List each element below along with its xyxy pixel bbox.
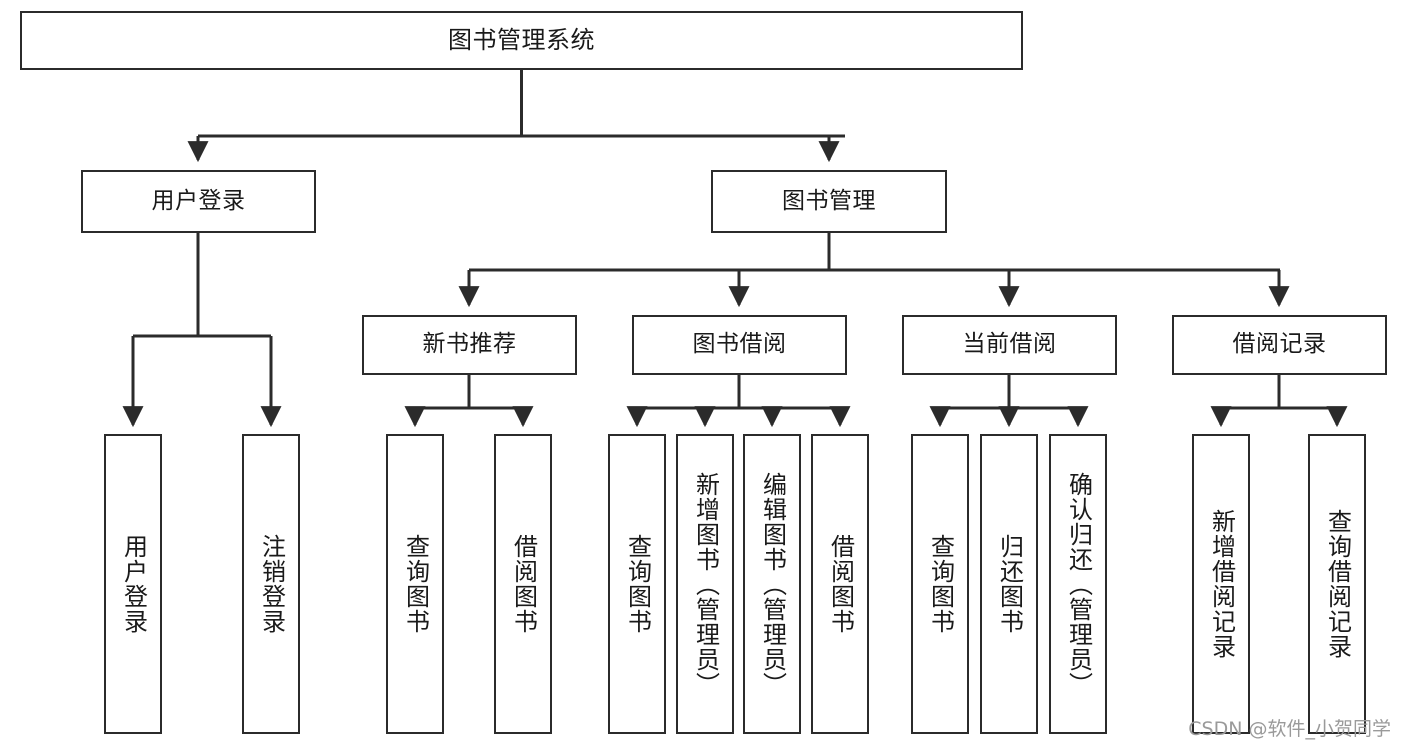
node-user-login[interactable]: 用户登录	[81, 170, 316, 233]
csdn-watermark: CSDN @软件_小贺同学	[1188, 718, 1391, 740]
node-book-management[interactable]: 图书管理	[711, 170, 947, 233]
leaf-label: 注销登录	[257, 534, 286, 634]
leaf-borrow-query-book[interactable]: 查询图书	[608, 434, 666, 734]
leaf-user-login-signin[interactable]: 用户登录	[104, 434, 162, 734]
leaf-label: 查询图书	[926, 534, 955, 634]
leaf-borrow-add-book-admin[interactable]: 新增图书（管理员）	[676, 434, 734, 734]
leaf-label: 新增借阅记录	[1207, 509, 1236, 659]
leaf-borrow-edit-book-admin[interactable]: 编辑图书（管理员）	[743, 434, 801, 734]
leaf-label: 确认归还（管理员）	[1064, 471, 1093, 697]
leaf-label: 用户登录	[119, 534, 148, 634]
leaf-borrow-borrow-book[interactable]: 借阅图书	[811, 434, 869, 734]
leaf-label: 查询图书	[623, 534, 652, 634]
leaf-records-query-record[interactable]: 查询借阅记录	[1308, 434, 1366, 734]
leaf-label: 归还图书	[995, 534, 1024, 634]
leaf-label: 查询图书	[401, 534, 430, 634]
node-root-system[interactable]: 图书管理系统	[20, 11, 1023, 70]
node-book-borrow[interactable]: 图书借阅	[632, 315, 847, 375]
leaf-current-confirm-return-admin[interactable]: 确认归还（管理员）	[1049, 434, 1107, 734]
leaf-label: 编辑图书（管理员）	[758, 471, 787, 697]
node-new-book-recommend[interactable]: 新书推荐	[362, 315, 577, 375]
leaf-label: 借阅图书	[509, 534, 538, 634]
leaf-label: 查询借阅记录	[1323, 509, 1352, 659]
leaf-records-add-record[interactable]: 新增借阅记录	[1192, 434, 1250, 734]
node-borrow-records[interactable]: 借阅记录	[1172, 315, 1387, 375]
leaf-label: 借阅图书	[826, 534, 855, 634]
leaf-new-book-query[interactable]: 查询图书	[386, 434, 444, 734]
leaf-user-login-signout[interactable]: 注销登录	[242, 434, 300, 734]
leaf-current-return-book[interactable]: 归还图书	[980, 434, 1038, 734]
leaf-label: 新增图书（管理员）	[691, 471, 720, 697]
leaf-current-query-book[interactable]: 查询图书	[911, 434, 969, 734]
leaf-new-book-borrow[interactable]: 借阅图书	[494, 434, 552, 734]
node-current-borrow[interactable]: 当前借阅	[902, 315, 1117, 375]
